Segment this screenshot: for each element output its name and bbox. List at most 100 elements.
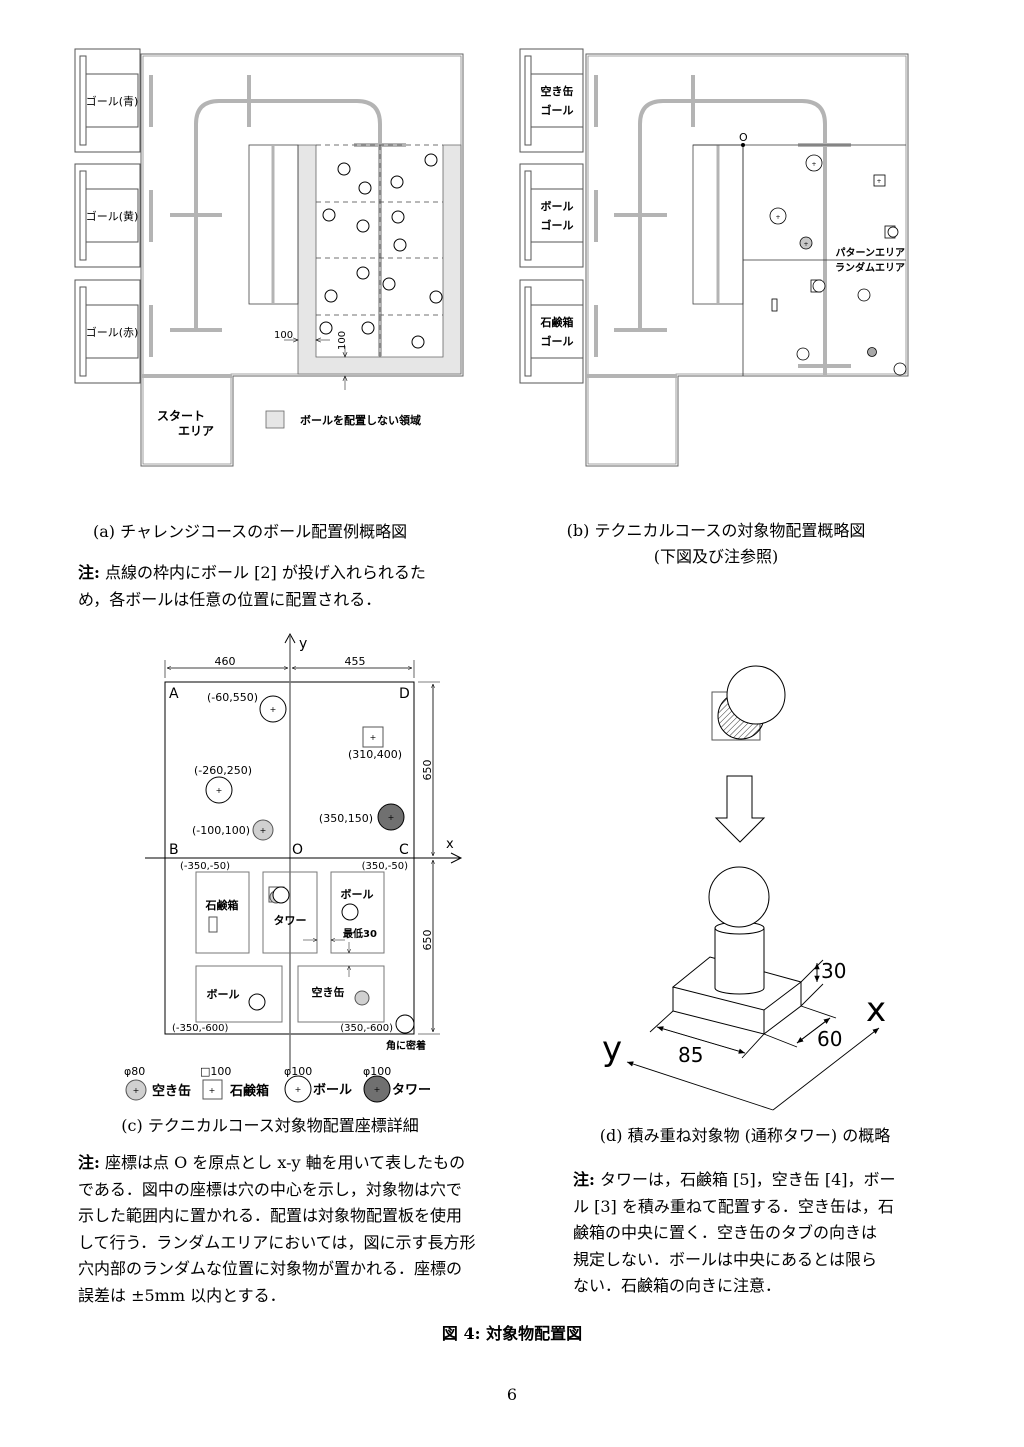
dim-650-lower: 650 <box>421 930 434 951</box>
origin-label: O <box>739 131 748 144</box>
hole-tower-label: タワー <box>274 914 307 927</box>
note-a: 注: 点線の枠内にボール [2] が投げ入れられるた め，各ボールは任意の位置に… <box>78 560 426 613</box>
svg-text:+: + <box>260 826 267 835</box>
caption-c: (c) テクニカルコース対象物配置座標詳細 <box>121 1116 419 1135</box>
svg-text:+: + <box>775 214 780 221</box>
coord-bottom-left: (-350,-600) <box>172 1023 228 1034</box>
figure-c-coordinates: y x 460 455 650 650 A D B O C +++++ (-60… <box>124 632 463 1103</box>
down-arrow-icon <box>714 775 766 843</box>
goal-ball-1: ボール <box>541 199 574 213</box>
svg-text:+: + <box>133 1086 140 1095</box>
balls <box>319 153 443 349</box>
goal-label-blue: ゴール(青) <box>86 94 139 108</box>
hole-can-label: 空き缶 <box>312 985 345 999</box>
min-gap-label: 最低30 <box>343 927 377 940</box>
svg-text:+: + <box>388 813 395 822</box>
legend-no-ball-area: ボールを配置しない領域 <box>300 413 421 427</box>
random-area-holes <box>195 871 385 1023</box>
field-outline <box>585 53 909 467</box>
note-c-line-6: 誤差は ±5mm 以内とする． <box>78 1285 286 1305</box>
caption-b-line-2: (下図及び注参照) <box>653 547 779 566</box>
page-number: 6 <box>506 1385 518 1404</box>
goal-can-1: 空き缶 <box>541 84 574 98</box>
svg-text:+: + <box>209 1086 216 1095</box>
soap-box-side <box>671 956 803 1035</box>
svg-text:+: + <box>216 786 223 795</box>
ball-top-view <box>726 665 786 725</box>
track-line <box>142 75 406 378</box>
coord-b-left: (-350,-50) <box>180 861 230 872</box>
caption-a: (a) チャレンジコースのボール配置例概略図 <box>93 522 408 541</box>
dim-455: 455 <box>345 655 366 668</box>
figure-a-challenge-course: ゴール(青) ゴール(黄) ゴール(赤) 1 <box>74 48 464 467</box>
svg-text:+: + <box>295 1085 302 1094</box>
coord-can: (-100,100) <box>192 824 250 837</box>
legend-soap-icon <box>202 1079 223 1100</box>
hole-soap-label: 石鹸箱 <box>205 898 239 912</box>
legend-ball-icon <box>284 1075 312 1103</box>
placed-objects <box>769 154 907 376</box>
note-a-line-1: 点線の枠内にボール [2] が投げ入れられるた <box>105 563 426 582</box>
legend-can-size: φ80 <box>124 1065 145 1078</box>
svg-text:+: + <box>811 161 816 168</box>
legend-can-icon <box>125 1079 147 1101</box>
hole-ball-label-2: ボール <box>207 987 240 1001</box>
goal-can-2: ゴール <box>541 103 574 117</box>
legend-can-label: 空き缶 <box>152 1083 191 1099</box>
legend: φ80 + 空き缶 □100 + 石鹸箱 φ100 + ボール φ100 + タ… <box>124 1065 431 1103</box>
legend-ball-size: φ100 <box>284 1065 312 1078</box>
y-axis-label: y <box>299 636 307 652</box>
note-c: 注: 座標は点 O を原点とし x-y 軸を用いて表したもの である．図中の座標… <box>78 1150 475 1309</box>
caption-d: (d) 積み重ね対象物 (通称タワー) の概略 <box>599 1126 891 1145</box>
legend-tower-label: タワー <box>392 1083 431 1098</box>
note-d-line-2: ル [3] を積み重ねて配置する．空き缶は，石 <box>573 1196 894 1216</box>
dim-30: 30 <box>821 959 846 983</box>
note-d-line-5: ない．石鹸箱の向きに注意． <box>573 1276 782 1295</box>
svg-text:+: + <box>876 178 881 185</box>
note-c-line-3: 示した範囲内に置かれる．配置は対象物配置板を使用 <box>78 1206 463 1225</box>
legend-ball-label: ボール <box>313 1082 352 1098</box>
coord-b-right: (350,-50) <box>362 861 409 872</box>
hole-ball-label: ボール <box>341 887 374 901</box>
note-a-label: 注: <box>78 563 100 582</box>
legend-tower-icon <box>363 1075 391 1103</box>
goal-soap-2: ゴール <box>541 334 574 348</box>
start-area-label-1: スタート <box>157 409 205 423</box>
goal-soap-1: 石鹸箱 <box>540 315 574 329</box>
coord-ball-2: (-260,250) <box>194 764 252 777</box>
dim-650-upper: 650 <box>421 760 434 781</box>
dim-100-vertical: 100 <box>337 331 348 350</box>
can-side <box>714 928 765 995</box>
note-c-label: 注: <box>78 1153 100 1172</box>
figure-d-tower: 30 60 85 x y <box>602 665 886 1111</box>
legend-gray-swatch <box>265 410 285 429</box>
svg-text:+: + <box>270 705 277 714</box>
x-axis-label: x <box>446 837 454 852</box>
svg-text:+: + <box>370 733 377 742</box>
caption-b-line-1: (b) テクニカルコースの対象物配置概略図 <box>566 521 866 540</box>
note-d-line-4: 規定しない．ボールは中央にあるとは限ら <box>573 1249 878 1269</box>
caption-b: (b) テクニカルコースの対象物配置概略図 (下図及び注参照) <box>516 518 916 570</box>
note-d-line-3: 鹸箱の中央に置く．空き缶のタブの向きは <box>573 1223 878 1242</box>
note-c-line-4: して行う．ランダムエリアにおいては，図に示す長方形 <box>78 1232 476 1252</box>
note-c-line-5: 穴内部のランダムな位置に対象物が置かれる．座標の <box>78 1259 463 1278</box>
goal-boxes <box>74 48 141 384</box>
pattern-area-label: パターンエリア <box>836 247 906 259</box>
coord-tower: (350,150) <box>319 812 373 825</box>
coord-bottom-right: (350,-600) <box>340 1023 393 1034</box>
field-outline <box>140 53 464 467</box>
legend-soap-label: 石鹸箱 <box>229 1083 269 1099</box>
axis-y-label: y <box>602 1029 622 1069</box>
origin-O: O <box>292 842 303 858</box>
dim-85: 85 <box>678 1043 703 1067</box>
ball-side <box>708 866 770 928</box>
dim-60: 60 <box>817 1027 842 1051</box>
dim-460: 460 <box>215 655 236 668</box>
dim-100-horizontal: 100 <box>274 330 293 341</box>
figure-b-technical-course: 空き缶 ゴール ボール ゴール 石鹸箱 ゴール O ++++ <box>519 48 909 467</box>
start-area-label-2: エリア <box>178 424 214 438</box>
goal-label-yellow: ゴール(黄) <box>86 209 139 223</box>
goal-ball-2: ゴール <box>541 218 574 232</box>
note-d: 注: タワーは，石鹸箱 [5]，空き缶 [4]，ボー ル [3] を積み重ねて配… <box>573 1167 896 1300</box>
